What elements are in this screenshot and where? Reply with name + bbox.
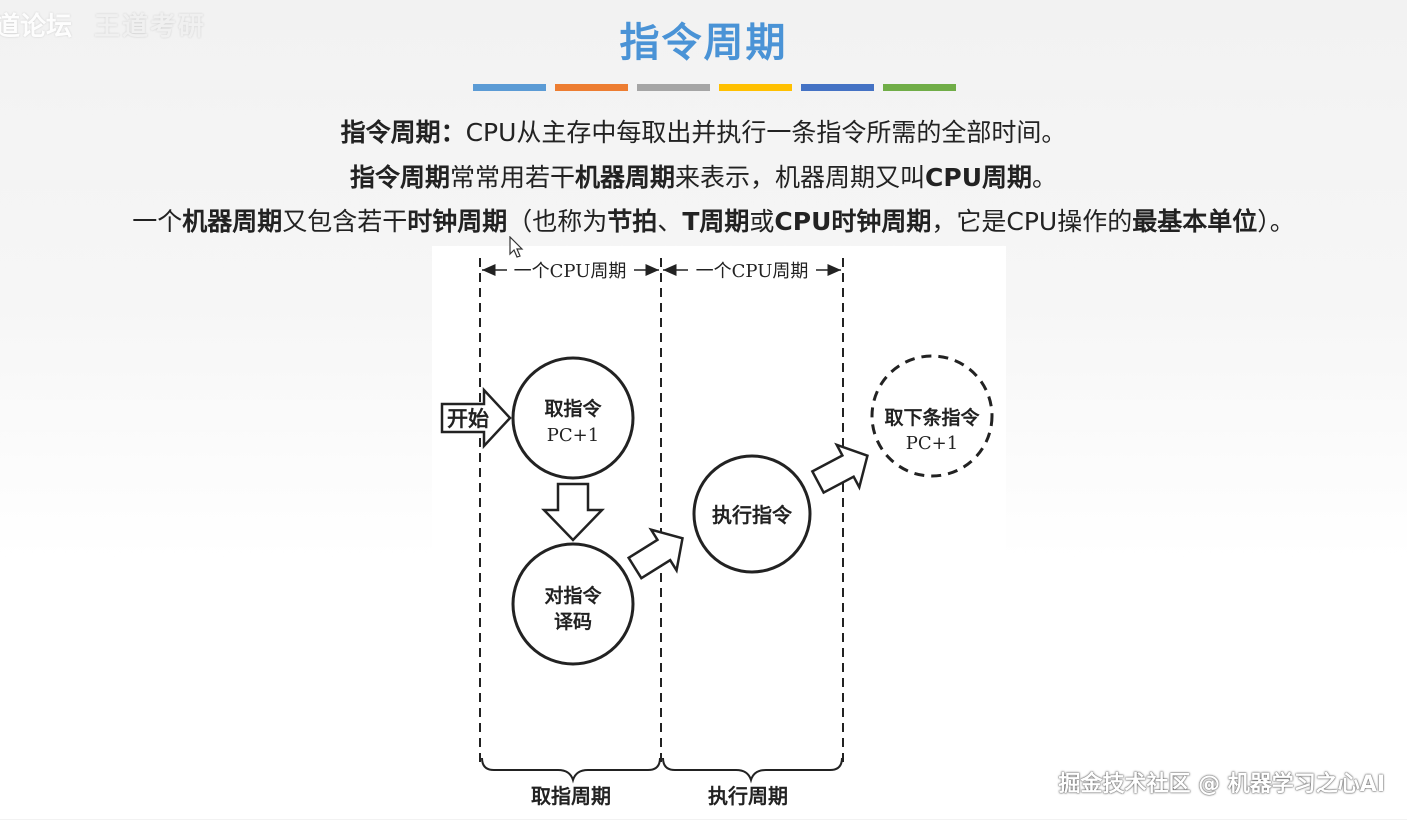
- definition-line-clock-cycle: 一个机器周期又包含若干时钟周期（也称为节拍、T周期或CPU时钟周期，它是CPU操…: [10, 202, 1407, 238]
- fetch-pc-label: PC+1: [547, 425, 599, 446]
- term-machine-cycle: 机器周期: [182, 207, 283, 236]
- forum-watermark: 道论坛王道考研: [0, 6, 206, 43]
- term-cpu-clock-cycle: CPU时钟周期: [774, 207, 932, 236]
- down-arrow-icon: [541, 482, 605, 542]
- fetch-cycle-label: 取指周期: [531, 784, 611, 808]
- accent-segment-4: [719, 84, 792, 91]
- term-basic-unit: 最基本单位: [1132, 207, 1258, 236]
- forum-watermark-faded: 王道考研: [94, 12, 207, 42]
- execute-label: 执行指令: [712, 503, 793, 527]
- execute-instruction-node: 执行指令: [692, 454, 812, 574]
- term-clock-cycle: 时钟周期: [407, 207, 508, 236]
- text-segment: 又包含若干: [282, 207, 408, 236]
- cpu-cycle-dimension-1: 一个CPU周期: [482, 261, 659, 282]
- text-segment: 常常用若干: [449, 163, 575, 192]
- fetch-cycle-brace: [481, 757, 661, 784]
- term-instruction-cycle: 指令周期：: [340, 118, 466, 147]
- text-segment: 或: [749, 207, 775, 236]
- term-instruction-cycle: 指令周期: [349, 163, 450, 192]
- accent-segment-2: [555, 84, 628, 91]
- forum-watermark-text: 道论坛: [0, 12, 73, 42]
- cpu-cycle-label-1: 一个CPU周期: [514, 261, 627, 282]
- definition-line-instruction-cycle: 指令周期：CPU从主存中每取出并执行一条指令所需的全部时间。: [0, 113, 1407, 149]
- execute-cycle-brace: [662, 757, 843, 784]
- definition-text: CPU从主存中每取出并执行一条指令所需的全部时间。: [465, 118, 1067, 147]
- accent-segment-1: [473, 84, 546, 91]
- accent-color-bar: [473, 84, 956, 91]
- arrow-to-next-icon: [810, 442, 869, 495]
- start-label: 开始: [447, 406, 489, 431]
- text-segment: 、: [657, 207, 683, 236]
- text-segment: ）。: [1257, 207, 1295, 236]
- accent-segment-3: [637, 84, 710, 91]
- next-pc-label: PC+1: [906, 433, 958, 454]
- execute-cycle-label: 执行周期: [708, 784, 788, 808]
- text-segment: 一个: [132, 207, 183, 236]
- juejin-watermark: 掘金技术社区 @ 机器学习之心AI: [1058, 772, 1385, 797]
- definition-line-machine-cycle: 指令周期常常用若干机器周期来表示，机器周期又叫CPU周期。: [0, 158, 1407, 194]
- instruction-cycle-diagram: 一个CPU周期 一个CPU周期 开始 取指令 PC+1 对指令 译码: [432, 246, 1006, 816]
- decode-label: 对指令: [544, 584, 602, 607]
- arrow-to-execute-icon: [626, 527, 684, 580]
- start-arrow: 开始: [440, 386, 512, 450]
- mouse-cursor-icon: [509, 236, 524, 258]
- text-segment: 。: [1032, 163, 1058, 192]
- next-label: 取下条指令: [884, 406, 980, 429]
- term-t-cycle: T周期: [682, 207, 750, 236]
- fetch-instruction-node: 取指令 PC+1: [511, 356, 635, 480]
- slide-title: 指令周期: [619, 20, 788, 66]
- next-instruction-node: 取下条指令 PC+1: [870, 354, 994, 478]
- term-cpu-cycle: CPU周期: [925, 163, 1033, 192]
- term-beat: 节拍: [607, 207, 658, 236]
- diagram-canvas: 一个CPU周期 一个CPU周期 开始 取指令 PC+1 对指令 译码: [440, 258, 994, 808]
- cpu-cycle-label-2: 一个CPU周期: [696, 261, 809, 282]
- text-segment: （也称为: [507, 207, 608, 236]
- fetch-label: 取指令: [544, 397, 602, 420]
- cpu-cycle-dimension-2: 一个CPU周期: [663, 261, 841, 282]
- decode-label-2: 译码: [554, 611, 592, 633]
- accent-segment-5: [801, 84, 874, 91]
- text-segment: ，它是CPU操作的: [931, 207, 1133, 236]
- accent-segment-6: [883, 84, 956, 91]
- text-segment: 来表示，机器周期又叫: [675, 163, 926, 192]
- decode-instruction-node: 对指令 译码: [511, 542, 635, 666]
- term-machine-cycle: 机器周期: [575, 163, 676, 192]
